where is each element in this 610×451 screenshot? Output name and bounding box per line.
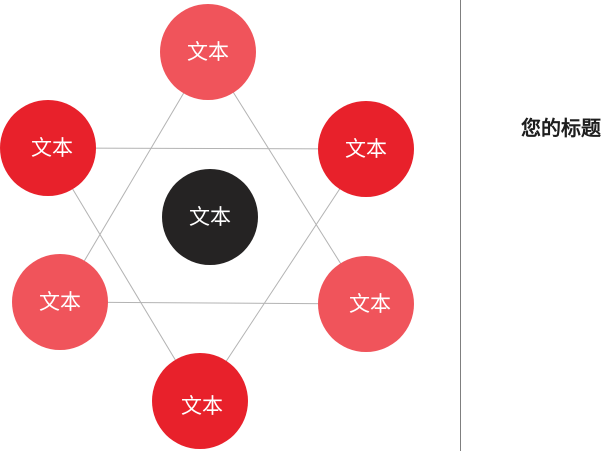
node-upper-right-label: 文本 bbox=[345, 137, 387, 161]
page-title: 您的标题 bbox=[521, 116, 601, 140]
connector-upper-left-upper-right bbox=[47, 147, 367, 150]
center-node-label: 文本 bbox=[189, 205, 231, 229]
connector-top-lower-right bbox=[207, 51, 367, 305]
node-upper-right: 文本 bbox=[318, 101, 414, 197]
node-bottom: 文本 bbox=[152, 353, 248, 449]
connector-upper-left-bottom bbox=[47, 147, 201, 402]
center-node-circle bbox=[162, 169, 258, 265]
center-node: 文本 bbox=[162, 169, 258, 265]
node-upper-left-circle bbox=[0, 100, 96, 196]
node-lower-left-label: 文本 bbox=[39, 290, 81, 314]
node-bottom-label: 文本 bbox=[181, 394, 223, 418]
node-top-circle bbox=[160, 4, 256, 100]
node-bottom-circle bbox=[152, 353, 248, 449]
node-upper-left-label: 文本 bbox=[31, 136, 73, 160]
node-lower-right: 文本 bbox=[318, 256, 414, 352]
node-lower-right-label: 文本 bbox=[349, 292, 391, 316]
node-lower-right-circle bbox=[318, 256, 414, 352]
node-upper-right-circle bbox=[318, 101, 414, 197]
connector-upper-right-bottom bbox=[199, 148, 367, 402]
node-upper-left: 文本 bbox=[0, 100, 96, 196]
node-lower-left-circle bbox=[12, 254, 108, 350]
node-top-label: 文本 bbox=[187, 40, 229, 64]
node-lower-left: 文本 bbox=[12, 254, 108, 350]
connector-lines bbox=[47, 51, 367, 402]
connector-lower-left-lower-right bbox=[59, 301, 367, 305]
node-top: 文本 bbox=[160, 4, 256, 100]
connector-top-lower-left bbox=[59, 51, 209, 303]
vertical-divider bbox=[460, 0, 461, 451]
